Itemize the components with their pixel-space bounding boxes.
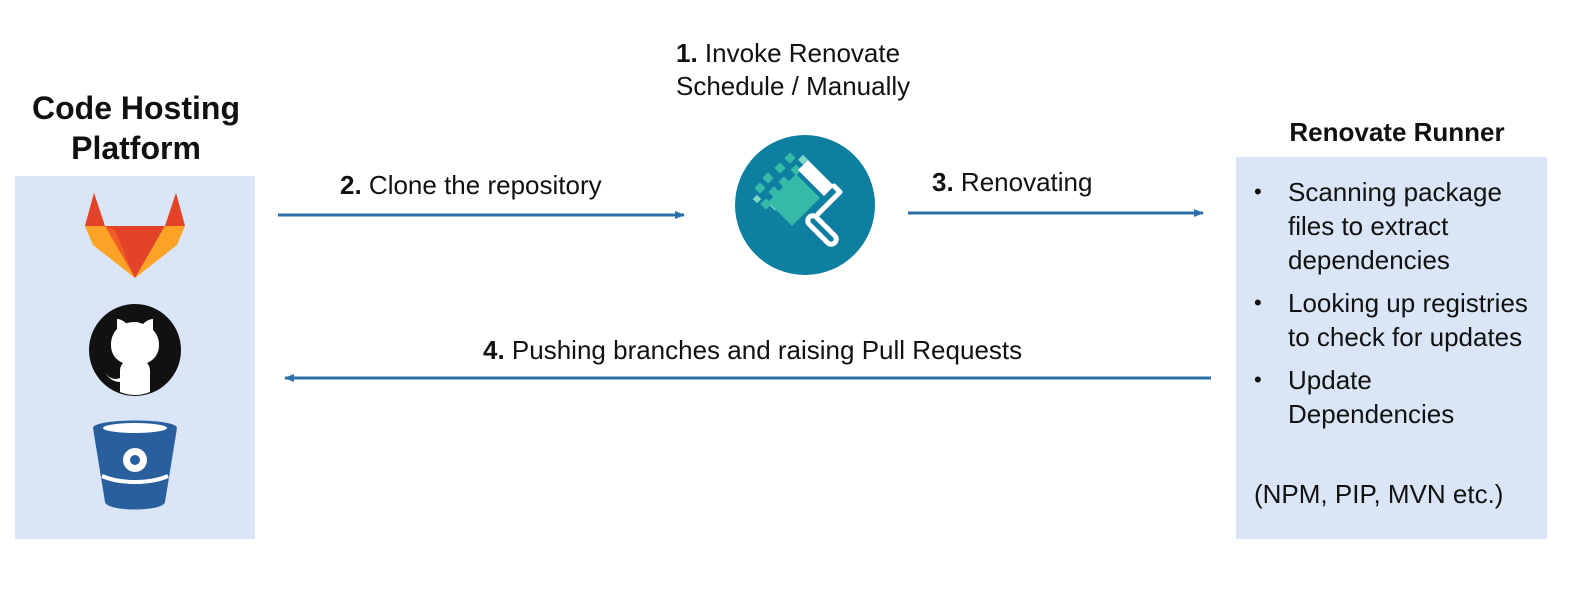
step-renovating: 3. Renovating [932, 166, 1092, 199]
step-renovating-number: 3. [932, 167, 954, 197]
runner-title: Renovate Runner [1289, 117, 1505, 147]
step-clone-number: 2. [340, 170, 362, 200]
step-clone: 2. Clone the repository [340, 169, 602, 202]
step-invoke-line1: Invoke Renovate [704, 38, 901, 68]
step-renovating-label: Renovating [960, 167, 1093, 197]
renovate-logo-icon [735, 135, 875, 275]
list-item: •Looking up registries to check for upda… [1254, 288, 1528, 352]
step-push-number: 4. [483, 335, 505, 365]
github-icon [89, 304, 181, 396]
bitbucket-icon [93, 420, 177, 510]
gitlab-icon [85, 193, 185, 278]
step-invoke: 1. Invoke Renovate Schedule / Manually [676, 37, 910, 103]
step-invoke-number: 1. [676, 38, 698, 68]
runner-panel: •Scanning package files to extract depen… [1236, 157, 1547, 539]
step-clone-label: Clone the repository [368, 170, 602, 200]
platform-panel [15, 176, 255, 539]
step-push-label: Pushing branches and raising Pull Reques… [511, 335, 1023, 365]
bullet-icon: • [1254, 179, 1262, 204]
bullet-icon: • [1254, 367, 1262, 392]
platform-title-line1: Code Hosting [32, 90, 240, 126]
step-push: 4. Pushing branches and raising Pull Req… [483, 334, 1022, 367]
list-item: •Scanning package files to extract depen… [1254, 177, 1502, 275]
platform-title-line2: Platform [71, 130, 201, 166]
list-item: •Update Dependencies [1254, 365, 1455, 429]
platform-title: Code Hosting Platform [16, 88, 256, 168]
bullet-icon: • [1254, 290, 1262, 315]
runner-task-list: •Scanning package files to extract depen… [1254, 175, 1544, 440]
runner-note: (NPM, PIP, MVN etc.) [1254, 479, 1504, 509]
step-invoke-line2: Schedule / Manually [676, 71, 911, 101]
